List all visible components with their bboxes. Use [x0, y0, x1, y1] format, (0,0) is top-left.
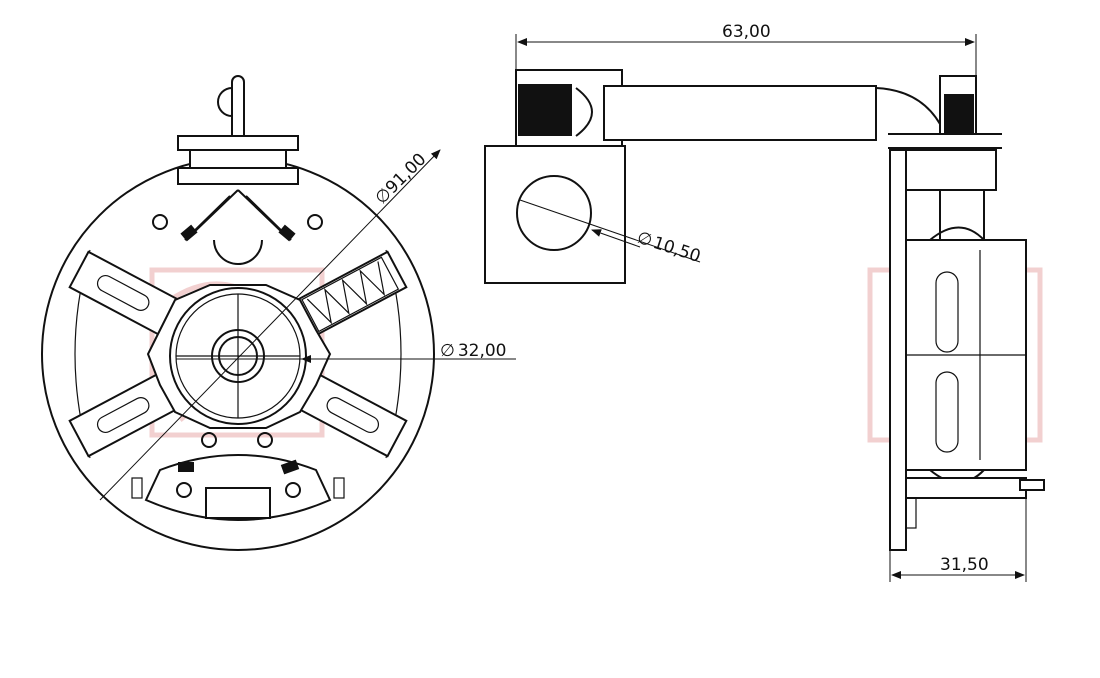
- mounting-hole: [152, 214, 168, 230]
- brush-arm-top: [515, 69, 1002, 149]
- dimension-depth: 31,50: [889, 498, 1027, 582]
- terminal-block: [484, 145, 626, 284]
- top-terminal: [177, 75, 299, 265]
- dimension-label: ∅32,00: [440, 341, 506, 361]
- dimension-total-width: 63,00: [515, 22, 977, 76]
- svg-text:∅91,00: ∅91,00: [371, 150, 430, 209]
- dimension-label: ∅10,50: [634, 228, 702, 267]
- hole: [516, 175, 592, 251]
- dimension-label: 63,00: [722, 22, 771, 42]
- bottom-terminals: [131, 454, 345, 521]
- front-view: ∅91,00 ∅32,00: [41, 75, 516, 551]
- rivet-hole: [257, 432, 273, 448]
- side-body: [867, 149, 1045, 551]
- dimension-hub-diameter: ∅32,00: [176, 341, 516, 363]
- side-view: ∅10,50 63,00 31,5: [484, 22, 1045, 582]
- dimension-label: 91,00: [382, 150, 431, 199]
- rivet-hole: [201, 432, 217, 448]
- mounting-hole: [307, 214, 323, 230]
- dimension-label: 31,50: [940, 555, 989, 575]
